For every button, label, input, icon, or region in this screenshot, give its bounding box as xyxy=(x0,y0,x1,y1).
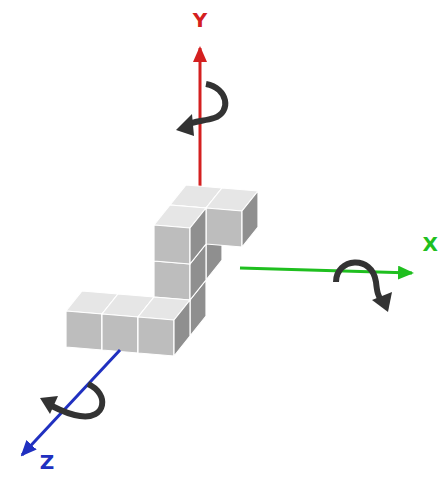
rotation-arrowhead xyxy=(40,396,58,414)
axis-label: Z xyxy=(40,452,55,472)
cube-face xyxy=(206,208,242,247)
rotation-arrow xyxy=(48,384,102,416)
cube-face xyxy=(66,311,102,350)
cube-face xyxy=(102,314,138,353)
axis-label: Y xyxy=(193,10,207,30)
cube-face xyxy=(190,208,206,264)
cube-face xyxy=(242,191,258,247)
cube-face xyxy=(154,261,190,300)
x-axis xyxy=(240,268,412,273)
rotation-arrowhead xyxy=(176,114,194,136)
cube-face xyxy=(174,300,190,356)
cube-face xyxy=(154,225,190,264)
z-axis xyxy=(22,350,120,455)
axis-label: X xyxy=(423,234,438,254)
cube-face xyxy=(138,317,174,356)
polycube xyxy=(66,185,258,356)
rotation-arrow xyxy=(336,262,382,302)
rotation-arrowhead xyxy=(372,292,392,312)
